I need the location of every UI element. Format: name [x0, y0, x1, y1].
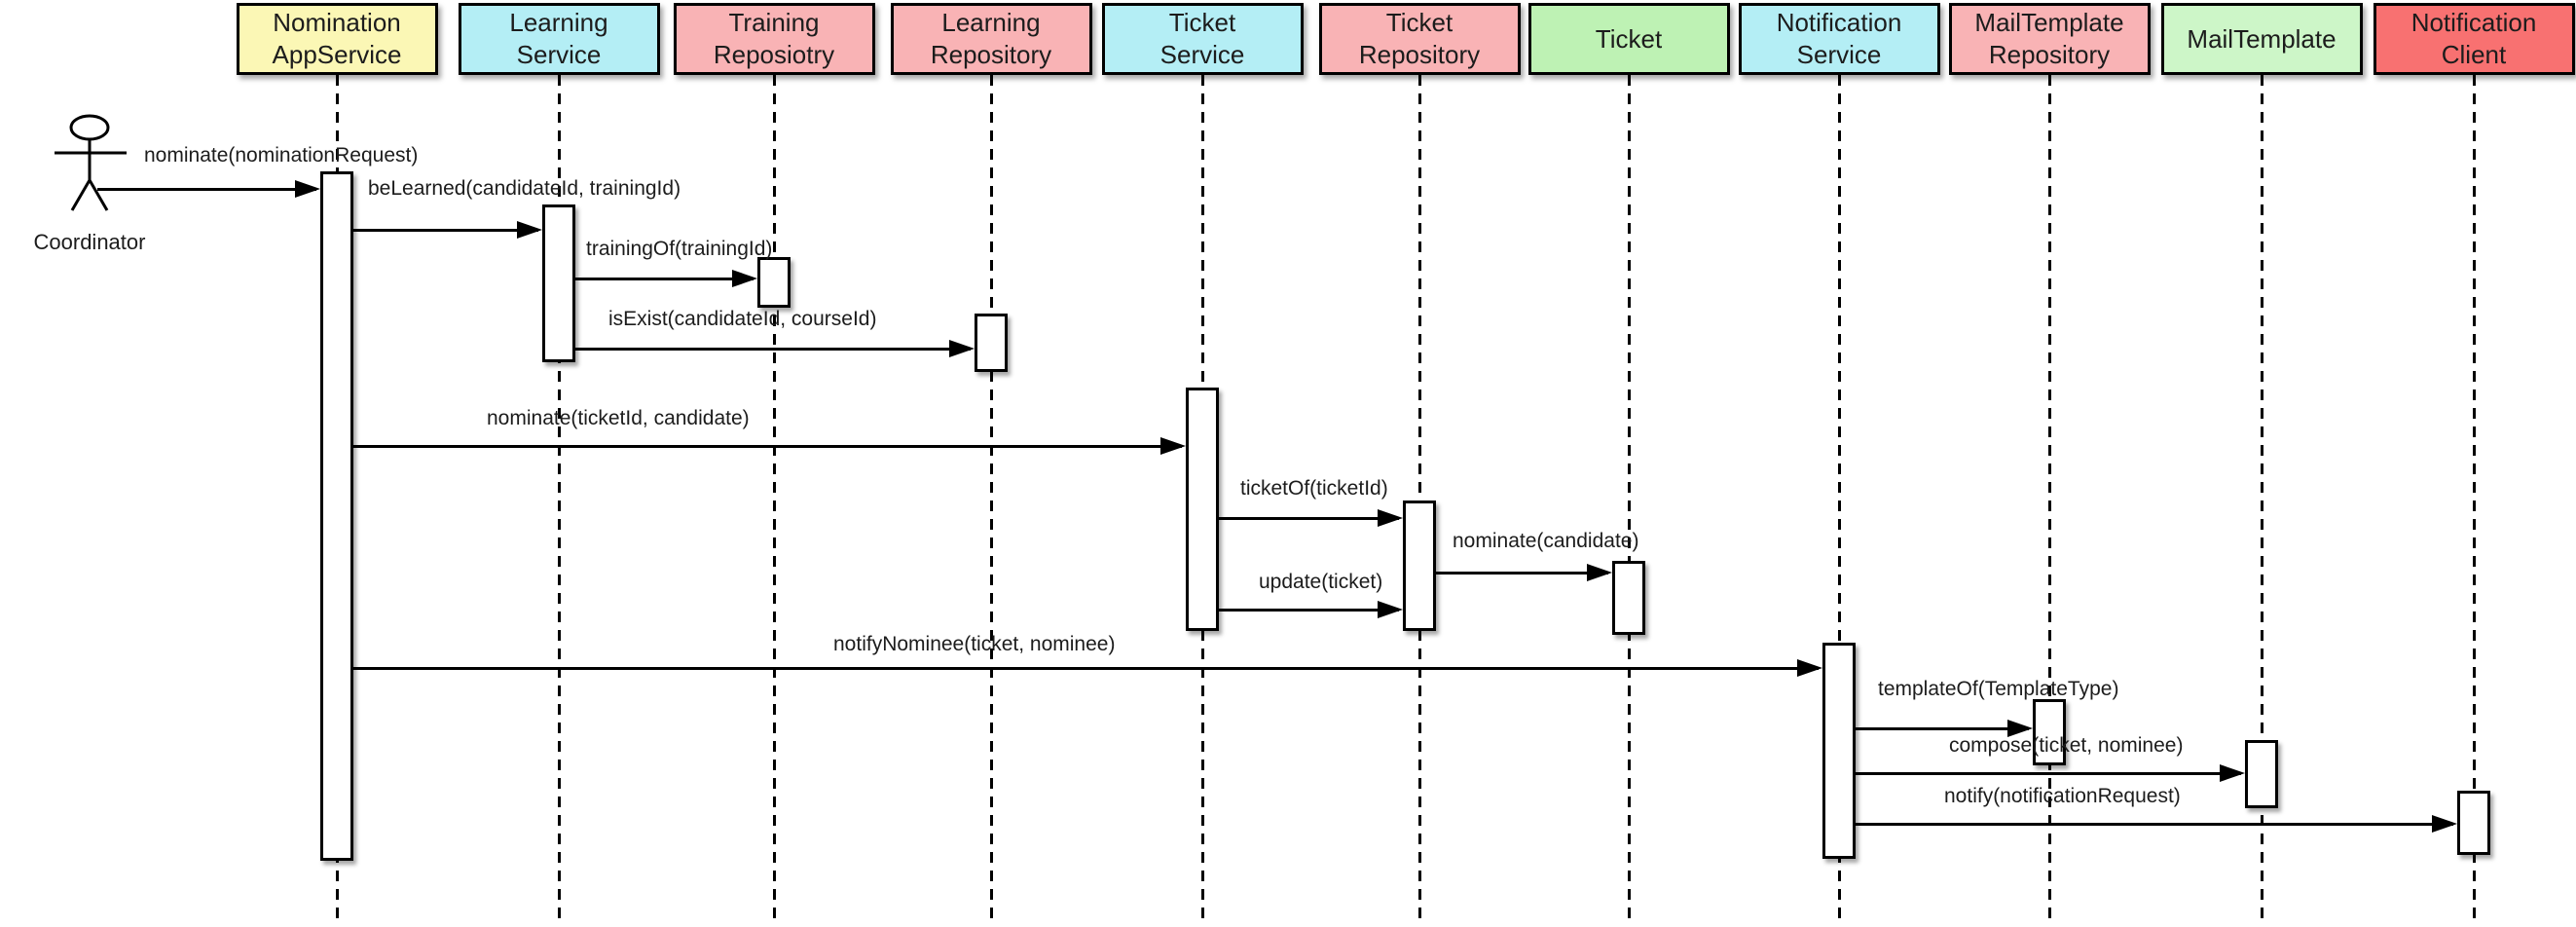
message-line — [1219, 609, 1399, 612]
participant-label-line: Service — [516, 40, 602, 69]
lifeline-notification-client — [2473, 75, 2476, 923]
message-label: nominate(ticketId, candidate) — [487, 407, 750, 429]
activation-bar-nomination-app-service — [320, 171, 353, 861]
actor-figure — [55, 114, 127, 211]
message-label: nominate(nominationRequest) — [144, 144, 419, 167]
message-line — [575, 348, 971, 351]
participant-label-line: Learning — [509, 8, 608, 37]
message-label: notify(notificationRequest) — [1944, 785, 2181, 807]
message-label: templateOf(TemplateType) — [1878, 678, 2119, 700]
message-label: notifyNominee(ticket, nominee) — [833, 633, 1116, 655]
activation-bar-notification-client — [2457, 791, 2490, 855]
activation-bar-notification-service — [1822, 643, 1856, 859]
message-arrowhead-icon — [2220, 764, 2245, 782]
participant-label-line: Nomination — [273, 8, 401, 37]
message-line — [353, 445, 1182, 448]
activation-bar-ticket — [1612, 561, 1645, 635]
participant-label-line: Service — [1796, 40, 1882, 69]
message-arrowhead-icon — [732, 270, 757, 287]
participant-label-line: Client — [2441, 40, 2507, 69]
message-line — [1436, 572, 1608, 575]
participant-label-line: AppService — [272, 40, 402, 69]
message-arrowhead-icon — [1797, 659, 1822, 677]
participant-label-line: MailTemplate — [2187, 23, 2337, 54]
message-arrowhead-icon — [2432, 815, 2457, 833]
participant-label-line: Repository — [930, 40, 1052, 69]
message-label: beLearned(candidateId, trainingId) — [368, 177, 681, 200]
message-label: update(ticket) — [1259, 571, 1383, 593]
activation-bar-learning-repository — [975, 314, 1008, 372]
participant-label-line: Service — [1159, 40, 1245, 69]
message-arrowhead-icon — [1160, 437, 1186, 455]
lifeline-ticket-repository — [1418, 75, 1421, 923]
lifeline-ticket — [1628, 75, 1631, 923]
activation-bar-mail-template-repository — [2033, 699, 2066, 765]
participant-label-line: Notification — [1776, 8, 1902, 37]
message-label: trainingOf(trainingId) — [586, 238, 773, 260]
lifeline-notification-service — [1838, 75, 1841, 923]
lifeline-learning-repository — [990, 75, 993, 923]
message-label: compose(ticket, nominee) — [1949, 734, 2184, 757]
activation-bar-learning-service — [542, 204, 575, 362]
participant-label-line: Repository — [1358, 40, 1481, 69]
participant-label-line: Ticket — [1595, 23, 1663, 54]
participant-mail-template: MailTemplate — [2160, 3, 2363, 75]
participant-label-line: Learning — [941, 8, 1041, 37]
message-label: ticketOf(ticketId) — [1240, 477, 1388, 500]
activation-bar-ticket-repository — [1403, 501, 1436, 631]
participant-label-line: Training — [728, 8, 820, 37]
message-line — [1856, 772, 2241, 775]
lifeline-learning-service — [558, 75, 561, 923]
message-arrowhead-icon — [1378, 601, 1403, 618]
participant-label-line: MailTemplate — [1974, 8, 2124, 37]
lifeline-mail-template-repository — [2048, 75, 2051, 923]
participant-label-line: Reposiotry — [713, 40, 835, 69]
message-line — [1856, 727, 2029, 730]
message-arrowhead-icon — [1378, 509, 1403, 527]
message-arrowhead-icon — [949, 340, 975, 357]
message-line — [353, 667, 1819, 670]
participant-label-line: Ticket — [1385, 8, 1454, 37]
message-arrowhead-icon — [2007, 720, 2033, 737]
message-label: isExist(candidateId, courseId) — [608, 308, 877, 330]
message-line — [575, 278, 754, 280]
message-arrowhead-icon — [1587, 564, 1612, 581]
lifeline-mail-template — [2261, 75, 2263, 923]
message-line — [353, 229, 538, 232]
participant-label-line: Repository — [1988, 40, 2111, 69]
actor-label: Coordinator — [33, 230, 146, 254]
message-line — [1219, 517, 1399, 520]
activation-bar-training-repository — [757, 257, 791, 308]
participant-label-line: Notification — [2410, 8, 2537, 37]
activation-bar-ticket-service — [1186, 388, 1219, 631]
message-line — [1856, 823, 2453, 826]
activation-bar-mail-template — [2245, 740, 2278, 808]
message-label: nominate(candidate) — [1453, 530, 1639, 552]
message-arrowhead-icon — [295, 180, 320, 198]
message-line — [97, 188, 316, 191]
participant-label-line: Ticket — [1168, 8, 1236, 37]
lifeline-training-repository — [773, 75, 776, 923]
participant-ticket: Ticket — [1527, 3, 1730, 75]
message-arrowhead-icon — [517, 221, 542, 239]
